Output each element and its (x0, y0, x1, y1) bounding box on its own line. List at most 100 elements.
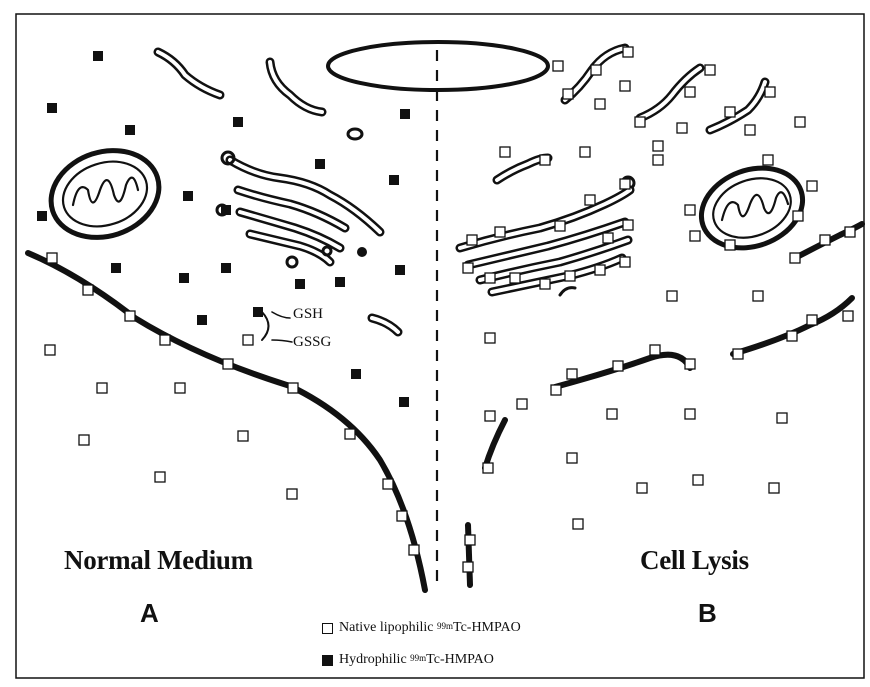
native-lipophilic-square (500, 147, 510, 157)
native-lipophilic-square (725, 107, 735, 117)
native-lipophilic-square (620, 257, 630, 267)
hydrophilic-square (389, 175, 399, 185)
panel-a-letter: A (140, 598, 159, 629)
panel-a-organelles (40, 52, 398, 342)
panel-a-title: Normal Medium (64, 545, 253, 576)
native-lipophilic-square (623, 220, 633, 230)
hydrophilic-square (395, 265, 405, 275)
native-lipophilic-square (563, 89, 573, 99)
legend-native-prefix: Native lipophilic (339, 620, 433, 636)
native-lipophilic-square (745, 125, 755, 135)
hydrophilic-square (183, 191, 193, 201)
native-lipophilic-square (383, 479, 393, 489)
native-lipophilic-square (637, 483, 647, 493)
native-lipophilic-square (463, 562, 473, 572)
native-lipophilic-square (580, 147, 590, 157)
native-lipophilic-square (467, 235, 477, 245)
native-lipophilic-square (553, 61, 563, 71)
hydrophilic-square (295, 279, 305, 289)
native-lipophilic-square (845, 227, 855, 237)
hydrophilic-square (197, 315, 207, 325)
hydrophilic-square (400, 109, 410, 119)
native-lipophilic-square (793, 211, 803, 221)
native-lipophilic-square (677, 123, 687, 133)
hydrophilic-square (399, 397, 409, 407)
native-lipophilic-square (667, 291, 677, 301)
native-lipophilic-square (820, 235, 830, 245)
native-lipophilic-square (603, 233, 613, 243)
native-lipophilic-square (769, 483, 779, 493)
native-lipophilic-square (685, 205, 695, 215)
native-lipophilic-square (495, 227, 505, 237)
hydrophilic-square (253, 307, 263, 317)
native-lipophilic-square (243, 335, 253, 345)
nucleus-ellipse (328, 42, 548, 90)
native-lipophilic-square (807, 181, 817, 191)
native-lipophilic-square (725, 240, 735, 250)
vesicle-small (348, 129, 362, 139)
native-lipophilic-square (540, 155, 550, 165)
legend-native-suffix: Tc-HMPAO (453, 620, 521, 636)
hydrophilic-square (37, 211, 47, 221)
legend-native-sup: 99m (437, 621, 453, 631)
hydrophilic-square (179, 273, 189, 283)
hydrophilic-square (233, 117, 243, 127)
panel-b-letter: B (698, 598, 717, 629)
vesicle (710, 82, 765, 130)
hydrophilic-square (335, 277, 345, 287)
gsh-label: GSH (293, 306, 323, 323)
native-lipophilic-square (653, 155, 663, 165)
native-lipophilic-square (613, 361, 623, 371)
open-square-icon (322, 623, 333, 634)
legend-hydro-prefix: Hydrophilic (339, 652, 407, 668)
native-lipophilic-square (790, 253, 800, 263)
native-lipophilic-square (623, 47, 633, 57)
vesicle (270, 62, 322, 112)
mitochondrion (690, 155, 814, 262)
native-lipophilic-square (485, 273, 495, 283)
native-lipophilic-square (238, 431, 248, 441)
hydrophilic-square (111, 263, 121, 273)
native-lipophilic-square (45, 345, 55, 355)
panel-b-title: Cell Lysis (640, 545, 749, 576)
native-lipophilic-square (705, 65, 715, 75)
native-lipophilic-square (517, 399, 527, 409)
legend-hydro-sup: 99m (410, 653, 426, 663)
native-lipophilic-square (733, 349, 743, 359)
native-lipophilic-square (83, 285, 93, 295)
native-lipophilic-square (409, 545, 419, 555)
hydrophilic-square (351, 369, 361, 379)
native-lipophilic-square (47, 253, 57, 263)
native-lipophilic-square (465, 535, 475, 545)
native-lipophilic-square (345, 429, 355, 439)
native-lipophilic-square (79, 435, 89, 445)
native-lipophilic-square (753, 291, 763, 301)
gssg-label: GSSG (293, 334, 331, 351)
native-lipophilic-square (551, 385, 561, 395)
native-lipophilic-square (595, 99, 605, 109)
hydrophilic-square (221, 205, 231, 215)
native-lipophilic-square (765, 87, 775, 97)
filled-square-icon (322, 655, 333, 666)
hydrophilic-square (221, 263, 231, 273)
native-lipophilic-square (567, 369, 577, 379)
native-lipophilic-square (620, 179, 630, 189)
native-lipophilic-square (397, 511, 407, 521)
native-lipophilic-square (97, 383, 107, 393)
native-lipophilic-square (787, 331, 797, 341)
native-lipophilic-square (160, 335, 170, 345)
native-lipophilic-square (690, 231, 700, 241)
native-lipophilic-square (685, 359, 695, 369)
native-lipophilic-square (585, 195, 595, 205)
native-lipophilic-square (795, 117, 805, 127)
native-lipophilic-square (685, 409, 695, 419)
native-lipophilic-square (175, 383, 185, 393)
native-lipophilic-square (125, 311, 135, 321)
native-lipophilic-square (653, 141, 663, 151)
native-lipophilic-square (777, 413, 787, 423)
native-lipophilic-square (567, 453, 577, 463)
native-lipophilic-square (483, 463, 493, 473)
